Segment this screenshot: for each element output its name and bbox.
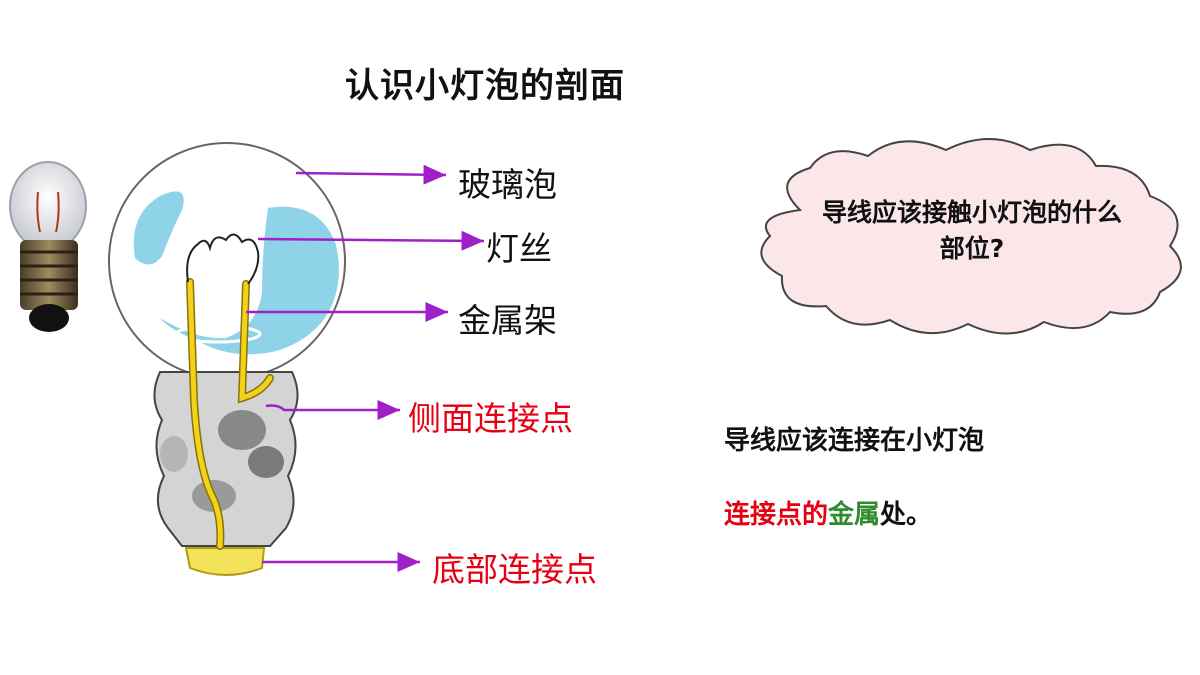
label-filament: 灯丝 bbox=[486, 229, 552, 268]
arrow-side-contact bbox=[265, 400, 400, 420]
filament-shape bbox=[186, 233, 260, 285]
question-line-2: 部位? bbox=[939, 234, 1005, 263]
answer-line-1: 导线应该连接在小灯泡 bbox=[724, 426, 985, 456]
label-metal-frame: 金属架 bbox=[458, 301, 557, 340]
metal-base-shape bbox=[153, 371, 299, 547]
answer-line-2: 连接点的金属处。 bbox=[724, 494, 932, 531]
bottom-contact-shape bbox=[184, 547, 266, 576]
metal-frame-shape bbox=[186, 278, 274, 550]
question-text: 导线应该接触小灯泡的什么 部位? bbox=[772, 195, 1172, 267]
label-bottom-contact: 底部连接点 bbox=[432, 550, 597, 589]
label-side-contact: 侧面连接点 bbox=[408, 399, 573, 438]
answer-green-part: 金属 bbox=[828, 500, 881, 530]
label-glass-bulb: 玻璃泡 bbox=[458, 165, 557, 204]
question-cloud-shape bbox=[760, 138, 1182, 335]
small-bulb-icon bbox=[9, 161, 87, 332]
glass-bulb-shape bbox=[108, 142, 346, 380]
answer-tail: 处。 bbox=[880, 500, 933, 530]
page-title: 认识小灯泡的剖面 bbox=[345, 66, 625, 106]
arrow-glass-bulb bbox=[295, 164, 447, 185]
question-line-1: 导线应该接触小灯泡的什么 bbox=[821, 198, 1122, 227]
arrow-filament bbox=[257, 230, 485, 251]
answer-red-part: 连接点的 bbox=[724, 500, 829, 530]
